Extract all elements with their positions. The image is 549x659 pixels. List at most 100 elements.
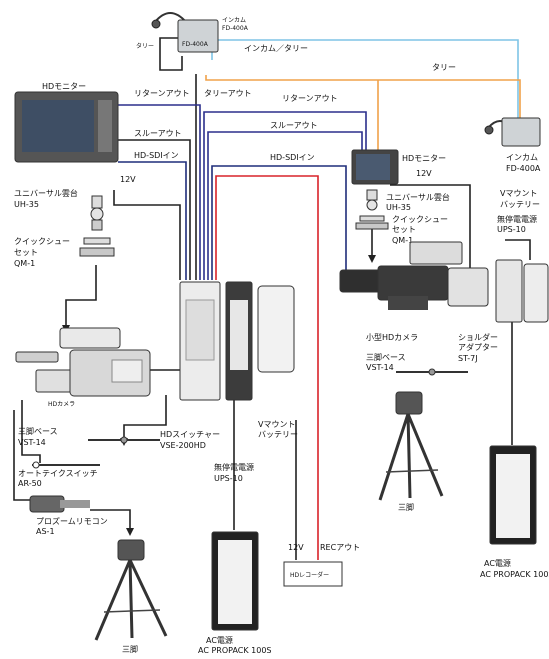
ups-right: 無停電電源 UPS-10 Vマウント バッテリー [495, 189, 549, 323]
sdi-in-left-label: HD-SDIイン [134, 151, 179, 160]
through-out-right-cable [207, 131, 363, 280]
power-12v-left-cable [113, 190, 181, 280]
quickshoe-left-line2: セット [14, 248, 38, 257]
auto-take-line2: AR-50 [18, 479, 42, 488]
quickshoe-left: クイックシュー セット QM-1 [14, 237, 115, 268]
tripod-left: 三脚 [94, 539, 168, 654]
cable-labels: タリー インカム／タリー タリー リターンアウト タリーアウト リターンアウト … [120, 42, 456, 184]
universal-mount-left: ユニバーサル雲台 UH-35 [14, 188, 104, 231]
vmount-right-line1: Vマウント [500, 189, 537, 198]
zoom-remote-cable [13, 410, 131, 528]
hd-switcher: HDスイッチャー VSE-200HD [160, 281, 221, 450]
tally-right-label: タリー [432, 63, 456, 72]
through-out-right-label: スルーアウト [270, 121, 318, 130]
hd-recorder-label: HDレコーダー [290, 571, 329, 579]
intercom-right-model: FD-400A [506, 164, 541, 173]
hd-monitor-right: HDモニター [351, 149, 446, 185]
switcher-line1: HDスイッチャー [160, 430, 220, 439]
switcher-line2: VSE-200HD [160, 441, 206, 450]
tally-cable-left [159, 37, 183, 71]
hd-monitor-left-label: HDモニター [42, 82, 86, 91]
spreader-right: 三脚ベース VST-14 [366, 352, 468, 376]
through-out-left-label: スルーアウト [134, 129, 182, 138]
intercom-right-label: インカム [506, 153, 538, 162]
tally-out-label: タリーアウト [204, 89, 252, 98]
tally-cable-right [205, 75, 521, 150]
auto-take-switch: オートテイクスイッチ AR-50 [18, 461, 100, 488]
hd-camera-label: HDカメラ [48, 401, 75, 408]
return-out-left-cable [118, 104, 201, 280]
intercom-top-panel: FD-400A [182, 41, 209, 48]
tripod-right: 三脚 [378, 391, 444, 512]
ups-center-line2: UPS-10 [214, 474, 243, 483]
hd-monitor-right-label: HDモニター [402, 154, 446, 163]
quickshoe-right-line2: セット [392, 225, 416, 234]
pro-zoom-line2: AS-1 [36, 527, 55, 536]
vmount-center-line1: Vマウント [258, 420, 295, 429]
shoulder-adapter: ショルダー アダプター ST-7J [458, 332, 498, 363]
intercom-top-label: インカム [222, 17, 246, 24]
hd-camera-left: HDカメラ [15, 327, 151, 408]
universal-right-model: UH-35 [386, 203, 411, 212]
vmount-right-line2: バッテリー [500, 200, 540, 209]
switcher-cable-lower [123, 395, 167, 438]
pro-zoom-line1: プロズームリモコン [36, 516, 108, 526]
v12-bottom-label: 12V [288, 543, 304, 552]
ups-right-line1: 無停電電源 [497, 214, 537, 224]
vmount-center: Vマウント バッテリー [257, 285, 298, 439]
v12-left-label: 12V [120, 175, 136, 184]
spreader-right-line1: 三脚ベース [366, 352, 406, 362]
ac-power-center: AC電源 AC PROPACK 100S [198, 531, 272, 655]
hd-recorder: HDレコーダー RECアウト 12V [283, 543, 360, 587]
pro-zoom-remote: プロズームリモコン AS-1 [29, 495, 108, 536]
hd-monitor-left: HDモニター [14, 82, 119, 163]
ups-center: 無停電電源 UPS-10 [214, 281, 254, 483]
wires [13, 37, 531, 560]
quickshoe-right: クイックシュー セット QM-1 [355, 215, 448, 245]
rec-out-cable [215, 175, 319, 560]
tally-left-label: タリー [136, 42, 154, 50]
ac-right-line2: AC PROPACK 100S [480, 570, 549, 579]
power-12v-right-cable [390, 184, 471, 292]
spreader-left-line1: 三脚ベース [18, 426, 58, 436]
shoulder-line2: アダプター [458, 342, 498, 352]
quickshoe-left-line1: クイックシュー [14, 237, 70, 246]
left-mount-arrow-line [65, 265, 97, 325]
return-out-right-label: リターンアウト [282, 94, 338, 103]
ac-center-line2: AC PROPACK 100S [198, 646, 272, 655]
sdi-in-right-label: HD-SDIイン [270, 153, 315, 162]
spreader-right-line2: VST-14 [366, 363, 394, 372]
through-out-left-cable [118, 139, 191, 280]
return-out-right-cable [203, 111, 367, 280]
spreader-left: 三脚ベース VST-14 [18, 426, 160, 447]
intercom-right: インカム FD-400A [484, 117, 541, 173]
sdi-in-left-cable [118, 161, 187, 280]
small-hd-camera-label: 小型HDカメラ [366, 333, 418, 342]
quickshoe-right-model: QM-1 [392, 236, 413, 245]
quickshoe-right-line1: クイックシュー [392, 215, 448, 224]
universal-right-label: ユニバーサル雲台 [386, 192, 450, 202]
intercom-top-box [177, 19, 219, 53]
universal-left-label: ユニバーサル雲台 [14, 188, 78, 198]
tripod-left-label: 三脚 [122, 644, 138, 654]
ac-power-right: AC電源 AC PROPACK 100S [480, 445, 549, 579]
right-ups-line [505, 239, 531, 260]
ups-right-line2: UPS-10 [497, 225, 526, 234]
ac-center-line1: AC電源 [206, 636, 233, 645]
auto-take-line1: オートテイクスイッチ [18, 469, 98, 478]
rec-out-label: RECアウト [320, 543, 360, 552]
shoulder-line1: ショルダー [458, 332, 498, 342]
tripod-right-label: 三脚 [398, 502, 414, 512]
v12-right-label: 12V [416, 169, 432, 178]
intercom-tally-label: インカム／タリー [244, 44, 308, 53]
quickshoe-left-model: QM-1 [14, 259, 35, 268]
return-out-left-label: リターンアウト [134, 89, 190, 98]
shoulder-model: ST-7J [458, 354, 478, 363]
intercom-top: FD-400A インカム FD-400A [151, 12, 249, 53]
camera-autotake-cable [21, 400, 41, 463]
spreader-left-line2: VST-14 [18, 438, 46, 447]
universal-mount-right: ユニバーサル雲台 UH-35 [366, 189, 450, 212]
ac-right-line1: AC電源 [484, 559, 511, 568]
